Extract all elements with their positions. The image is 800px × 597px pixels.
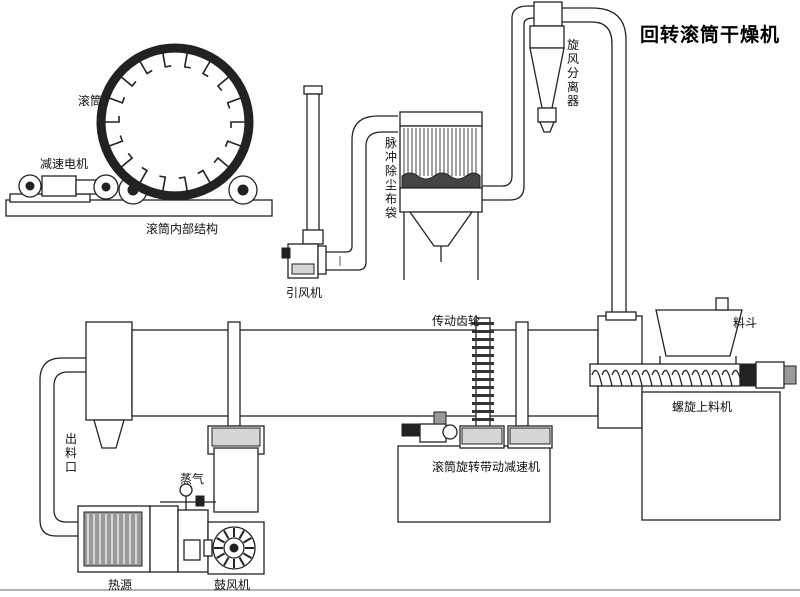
flight <box>226 97 242 109</box>
label-drum: 滚筒 <box>78 94 103 108</box>
diagram-title: 回转滚筒干燥机 <box>640 24 781 46</box>
flight <box>108 96 126 104</box>
label-pulse-dust-bag: 脉冲除尘布袋 <box>384 136 397 220</box>
cyclone-cylinder <box>529 25 565 49</box>
flight <box>162 52 172 68</box>
flight <box>183 52 191 69</box>
riding-ring-left <box>227 321 241 427</box>
screw-feeder <box>589 297 797 521</box>
flight <box>216 76 230 92</box>
support-stations <box>207 411 553 523</box>
discharge-hood <box>85 321 133 421</box>
riding-ring-right <box>515 321 529 427</box>
filter-bags <box>403 128 477 176</box>
flight <box>120 76 137 88</box>
label-induced-fan: 引风机 <box>286 286 323 300</box>
flight <box>201 60 211 78</box>
drum-lifting-flights <box>105 52 245 192</box>
hopper <box>655 309 743 357</box>
feeder-stand <box>641 391 781 521</box>
induced-fan-group <box>281 85 398 279</box>
cyclone-separator <box>529 1 627 316</box>
label-drum-drive-reducer: 滚筒旋转带动减速机 <box>432 460 541 474</box>
label-hopper: 料斗 <box>733 316 758 330</box>
chimney-stack <box>306 93 320 241</box>
drive-pedestal <box>397 445 551 523</box>
flight <box>105 116 120 123</box>
pulse-dust-collector <box>399 5 536 280</box>
flight <box>230 121 245 128</box>
rotary-drum <box>85 311 643 449</box>
discharge-chute <box>93 419 125 449</box>
label-heat-source: 热源 <box>108 578 133 592</box>
flight <box>159 175 167 192</box>
label-transmission-gear: 传动齿轮 <box>432 314 481 328</box>
heat-source-group <box>39 357 265 575</box>
chimney-cap <box>303 85 323 95</box>
flight <box>197 169 211 184</box>
flight <box>139 166 149 184</box>
drum-cross-section <box>5 43 273 217</box>
flight <box>139 60 153 75</box>
flight <box>108 135 124 147</box>
feeder-motor <box>755 361 785 389</box>
label-steam: 蒸气 <box>180 472 205 486</box>
label-drum-internal: 滚筒内部结构 <box>146 222 219 236</box>
reducer-motor-body <box>41 175 77 197</box>
pedestal-left <box>213 447 259 513</box>
label-blower: 鼓风机 <box>214 578 251 592</box>
label-cyclone: 旋风分离器 <box>566 38 579 108</box>
label-outlet: 出料口 <box>64 432 77 474</box>
collector-top <box>399 111 483 127</box>
label-screw-feeder: 螺旋上料机 <box>672 400 733 414</box>
flight <box>213 156 230 168</box>
drive-reducer <box>419 423 447 443</box>
girth-gear <box>475 317 491 431</box>
flight <box>120 152 134 168</box>
collector-hopper <box>408 211 474 247</box>
flight <box>224 140 242 148</box>
label-reducer-motor: 减速电机 <box>40 157 89 171</box>
flight <box>178 176 188 192</box>
cyclone-cone <box>529 47 565 109</box>
